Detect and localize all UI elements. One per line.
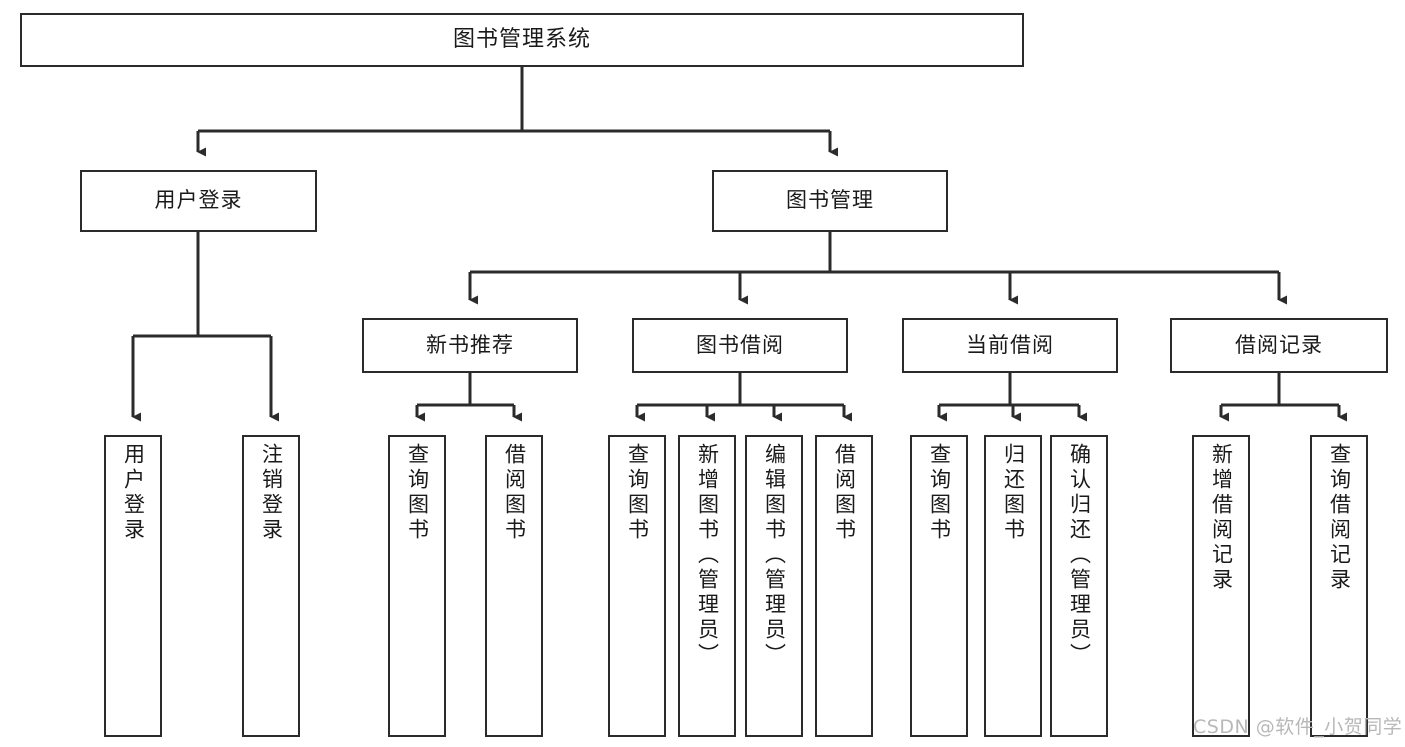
node-leaf-user-login[interactable]: 用户登录 [104, 435, 162, 737]
node-new-book-recommend[interactable]: 新书推荐 [362, 318, 578, 373]
node-label: 编辑图书（管理员） [762, 443, 787, 668]
node-label: 确认归还（管理员） [1067, 443, 1092, 668]
node-label: 注销登录 [259, 443, 284, 543]
node-label: 当前借阅 [966, 332, 1054, 357]
node-label: 新增图书（管理员） [695, 443, 720, 668]
node-leaf-add-borrow-record[interactable]: 新增借阅记录 [1192, 435, 1250, 737]
node-book-manage[interactable]: 图书管理 [712, 170, 948, 232]
node-label: 新书推荐 [426, 332, 514, 357]
node-current-borrow[interactable]: 当前借阅 [902, 318, 1118, 373]
node-label: 归还图书 [1001, 443, 1026, 543]
node-label: 用户登录 [121, 443, 146, 543]
node-leaf-logout[interactable]: 注销登录 [242, 435, 300, 737]
node-root-system[interactable]: 图书管理系统 [20, 13, 1024, 67]
node-leaf-borrow-book-1[interactable]: 借阅图书 [485, 435, 543, 737]
node-label: 图书借阅 [696, 332, 784, 357]
node-label: 查询图书 [625, 443, 650, 543]
node-leaf-query-book-1[interactable]: 查询图书 [388, 435, 446, 737]
csdn-watermark: CSDN @软件_小贺同学 [1193, 716, 1403, 738]
node-label: 借阅记录 [1235, 332, 1323, 357]
node-label: 用户登录 [154, 188, 243, 213]
node-book-borrow[interactable]: 图书借阅 [632, 318, 848, 373]
node-leaf-borrow-book-2[interactable]: 借阅图书 [815, 435, 873, 737]
node-leaf-query-book-2[interactable]: 查询图书 [608, 435, 666, 737]
node-borrow-record[interactable]: 借阅记录 [1170, 318, 1388, 373]
node-label: 借阅图书 [502, 443, 527, 543]
node-leaf-edit-book-admin[interactable]: 编辑图书（管理员） [745, 435, 803, 737]
node-leaf-confirm-return-admin[interactable]: 确认归还（管理员） [1050, 435, 1108, 737]
node-label: 查询图书 [927, 443, 952, 543]
node-label: 图书管理 [786, 188, 874, 213]
node-leaf-query-book-3[interactable]: 查询图书 [910, 435, 968, 737]
node-leaf-return-book[interactable]: 归还图书 [984, 435, 1042, 737]
node-leaf-add-book-admin[interactable]: 新增图书（管理员） [678, 435, 736, 737]
node-label: 借阅图书 [832, 443, 857, 543]
node-label: 新增借阅记录 [1209, 443, 1234, 593]
node-label: 查询图书 [405, 443, 430, 543]
node-leaf-query-borrow-record[interactable]: 查询借阅记录 [1310, 435, 1368, 737]
node-label: 查询借阅记录 [1327, 443, 1352, 593]
node-user-login[interactable]: 用户登录 [80, 170, 317, 232]
node-label: 图书管理系统 [452, 26, 591, 52]
